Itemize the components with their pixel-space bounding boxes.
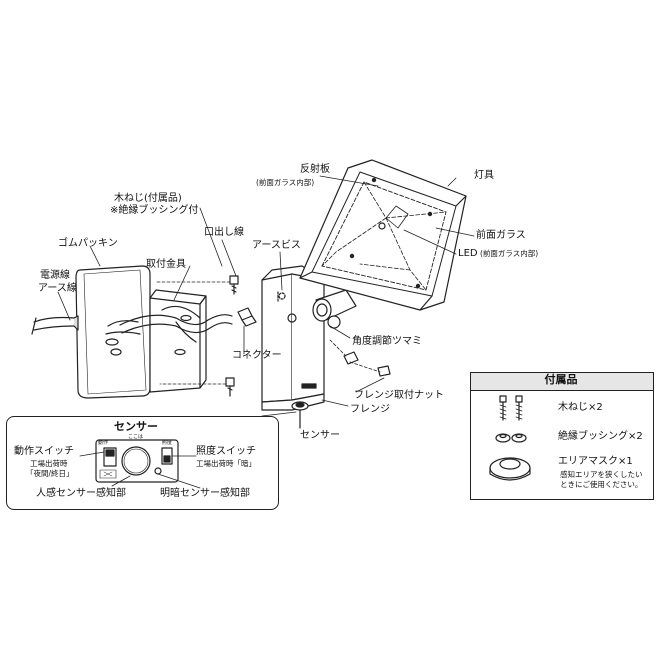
flange-bolt-1	[343, 351, 359, 365]
accessories-title: 付属品	[544, 373, 578, 386]
accessory-area-mask	[489, 457, 531, 481]
label-angle-knob: 角度調節ツマミ	[352, 336, 422, 347]
label-mounting-bracket: 取付金具	[146, 259, 186, 270]
sensor-panel-title: センサー	[114, 420, 158, 433]
label-flange-nut: フレンジ取付ナット	[354, 390, 444, 401]
flange-bolt-2	[377, 365, 391, 377]
label-illum-switch: 照度スイッチ	[196, 446, 256, 457]
label-reflector-note: (前面ガラス内部)	[256, 178, 315, 187]
label-led: LED	[458, 248, 478, 259]
label-fixture: 灯具	[474, 170, 494, 181]
label-sensor: センサー	[300, 430, 340, 441]
tiny-label-illum: 照度	[162, 440, 173, 446]
accessory-mask-note-1: 感知エリアを狭くしたい	[560, 470, 643, 479]
tiny-label-operation: 動作	[98, 440, 109, 446]
wood-screw-top	[229, 275, 239, 295]
leader-lines	[57, 175, 475, 407]
accessory-mask-note-2: ときにご使用ください。	[560, 480, 643, 489]
accessory-wood-screws	[499, 395, 523, 421]
label-power-line: 電源線	[40, 270, 70, 281]
label-reflector: 反射板	[300, 164, 330, 175]
tiny-label-top: ここは	[128, 434, 144, 440]
label-operation-default: 工場出荷時	[30, 459, 68, 468]
label-illum-default: 工場出荷時「暗」	[196, 459, 256, 468]
label-front-glass: 前面ガラス	[476, 230, 526, 241]
label-operation-switch: 動作スイッチ	[14, 446, 74, 457]
accessory-bushings	[495, 433, 527, 443]
label-connector: コネクター	[232, 350, 282, 361]
accessories-box	[470, 372, 654, 500]
accessory-item-bushing: 絶縁ブッシング×2	[558, 431, 643, 442]
sensor-detail-panel	[6, 416, 279, 510]
label-operation-value: 「夜間/終日」	[26, 469, 74, 478]
label-earth-screw: アースビス	[252, 240, 301, 251]
angle-knob-arm	[312, 289, 357, 329]
accessories-header	[471, 373, 653, 391]
connector	[237, 307, 257, 327]
wood-screw-bottom	[225, 377, 235, 397]
label-human-sensor: 人感センサー感知部	[36, 488, 126, 499]
lamp-head	[299, 159, 467, 311]
label-flange: フレンジ	[350, 404, 390, 415]
accessory-item-area-mask: エリアマスク×1	[558, 456, 633, 467]
label-earth-line: アース線	[38, 283, 77, 294]
label-outlet-wire: 口出し線	[204, 227, 244, 238]
label-insulating-bushing-note: ※絶縁ブッシング付	[110, 205, 199, 216]
sensor-panel-detail	[79, 411, 297, 489]
label-light-sensor: 明暗センサー感知部	[160, 488, 250, 499]
label-wood-screw: 木ねじ(付属品)	[114, 193, 182, 204]
sensor-dome	[291, 401, 309, 429]
main-body	[261, 265, 325, 411]
rubber-packing-plate	[31, 265, 151, 399]
label-rubber-packing: ゴムパッキン	[58, 238, 118, 249]
mounting-bracket	[119, 289, 233, 393]
accessory-item-wood-screw: 木ねじ×2	[558, 402, 603, 413]
label-led-note: (前面ガラス内部)	[480, 249, 539, 258]
